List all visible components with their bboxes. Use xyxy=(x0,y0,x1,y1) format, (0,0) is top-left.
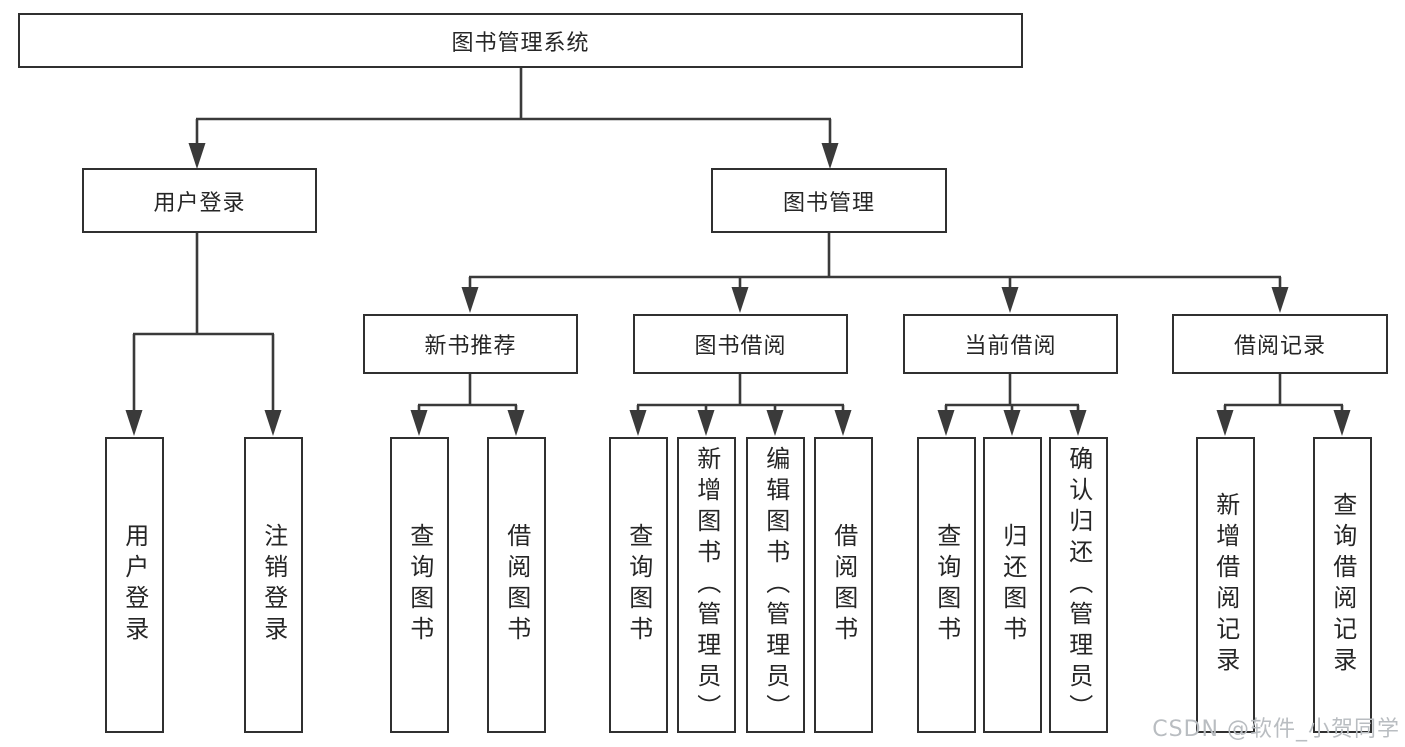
node-label: 新增图书（管理员） xyxy=(692,445,721,725)
leaf-borrow-books-recommend: 借阅图书 xyxy=(487,437,546,733)
node-label: 查询图书 xyxy=(932,523,961,647)
arrowhead-icon xyxy=(125,410,143,436)
leaf-return-books: 归还图书 xyxy=(983,437,1042,733)
node-book-borrowing: 图书借阅 xyxy=(633,314,848,374)
arrowhead-icon xyxy=(264,410,282,436)
node-library-system: 图书管理系统 xyxy=(18,13,1023,68)
leaf-query-books-current: 查询图书 xyxy=(917,437,976,733)
arrowhead-icon xyxy=(1333,410,1351,436)
arrowhead-icon xyxy=(821,143,839,169)
leaf-logout: 注销登录 xyxy=(244,437,303,733)
leaf-confirm-return-admin: 确认归还（管理员） xyxy=(1049,437,1108,733)
node-label: 用户登录 xyxy=(153,190,246,216)
arrowhead-icon xyxy=(507,410,525,436)
arrowhead-icon xyxy=(410,410,428,436)
node-label: 编辑图书（管理员） xyxy=(761,445,790,725)
leaf-query-borrow-record: 查询借阅记录 xyxy=(1313,437,1372,733)
node-user-login: 用户登录 xyxy=(82,168,317,233)
node-label: 查询借阅记录 xyxy=(1328,492,1357,678)
node-label: 当前借阅 xyxy=(964,334,1057,359)
arrowhead-icon xyxy=(697,410,715,436)
arrowhead-icon xyxy=(1003,410,1021,436)
node-borrowing-records: 借阅记录 xyxy=(1172,314,1388,374)
node-label: 用户登录 xyxy=(120,523,149,647)
node-label: 图书管理 xyxy=(782,190,875,216)
arrowhead-icon xyxy=(766,410,784,436)
node-label: 查询图书 xyxy=(624,523,653,647)
node-new-book-recommendation: 新书推荐 xyxy=(363,314,578,374)
leaf-query-books-borrow: 查询图书 xyxy=(609,437,668,733)
node-label: 确认归还（管理员） xyxy=(1064,445,1093,725)
node-label: 归还图书 xyxy=(998,523,1027,647)
node-book-management: 图书管理 xyxy=(711,168,947,233)
arrowhead-icon xyxy=(937,410,955,436)
node-current-borrowing: 当前借阅 xyxy=(903,314,1118,374)
arrowhead-icon xyxy=(188,143,206,169)
leaf-borrow-books: 借阅图书 xyxy=(814,437,873,733)
arrowhead-icon xyxy=(629,410,647,436)
node-label: 注销登录 xyxy=(259,523,288,647)
leaf-add-book-admin: 新增图书（管理员） xyxy=(677,437,736,733)
leaf-user-login: 用户登录 xyxy=(105,437,164,733)
node-label: 新书推荐 xyxy=(424,334,517,359)
arrowhead-icon xyxy=(834,410,852,436)
leaf-edit-book-admin: 编辑图书（管理员） xyxy=(746,437,805,733)
node-label: 借阅图书 xyxy=(829,523,858,647)
arrowhead-icon xyxy=(1001,287,1019,313)
node-label: 图书借阅 xyxy=(694,334,787,359)
watermark: CSDN @软件_小贺同学 xyxy=(1152,717,1400,742)
arrowhead-icon xyxy=(461,287,479,313)
node-label: 新增借阅记录 xyxy=(1211,492,1240,678)
leaf-query-books-recommend: 查询图书 xyxy=(390,437,449,733)
leaf-add-borrow-record: 新增借阅记录 xyxy=(1196,437,1255,733)
arrowhead-icon xyxy=(1271,287,1289,313)
arrowhead-icon xyxy=(731,287,749,313)
node-label: 借阅记录 xyxy=(1233,334,1326,359)
node-label: 查询图书 xyxy=(405,523,434,647)
arrowhead-icon xyxy=(1069,410,1087,436)
node-label: 借阅图书 xyxy=(502,523,531,647)
node-label: 图书管理系统 xyxy=(451,30,590,56)
arrowhead-icon xyxy=(1216,410,1234,436)
